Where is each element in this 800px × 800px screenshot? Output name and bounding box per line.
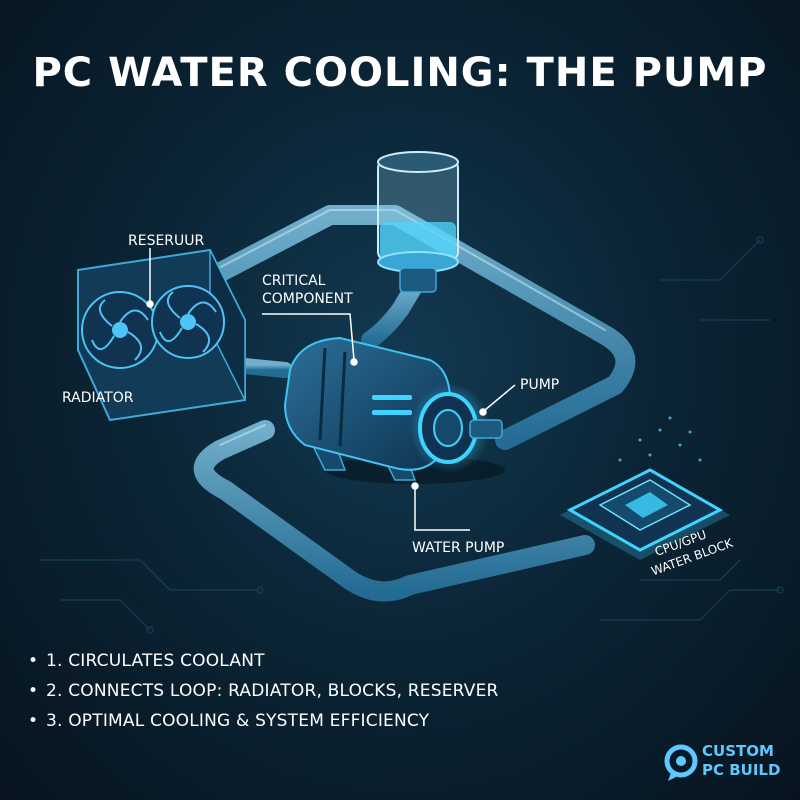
brand-name: CUSTOM PC BUILD	[702, 742, 781, 779]
pump-label: PUMP	[520, 377, 559, 393]
pump	[283, 336, 505, 484]
critical-component-label-line2: COMPONENT	[262, 291, 353, 307]
feature-list: •1. CIRCULATES COOLANT •2. CONNECTS LOOP…	[28, 646, 499, 736]
critical-component-label-line1: CRITICAL	[262, 273, 326, 289]
brand-mark-icon	[664, 744, 698, 781]
radiator-label: RADIATOR	[62, 390, 134, 406]
brand-logo: CUSTOM PC BUILD	[664, 740, 784, 784]
fan-icon	[151, 285, 225, 359]
fan-icon	[81, 291, 159, 369]
water-block	[560, 416, 730, 560]
reservoir	[377, 151, 459, 293]
list-item: •3. OPTIMAL COOLING & SYSTEM EFFICIENCY	[28, 711, 430, 731]
callout-lines	[146, 248, 516, 531]
circuit-traces	[40, 236, 784, 634]
list-item: •2. CONNECTS LOOP: RADIATOR, BLOCKS, RES…	[28, 681, 499, 701]
radiator	[77, 248, 246, 422]
page-title: PC WATER COOLING: THE PUMP	[32, 50, 768, 96]
reservoir-label: RESERUUR	[128, 233, 205, 249]
water-pump-label: WATER PUMP	[412, 540, 504, 556]
list-item: •1. CIRCULATES COOLANT	[28, 651, 265, 671]
